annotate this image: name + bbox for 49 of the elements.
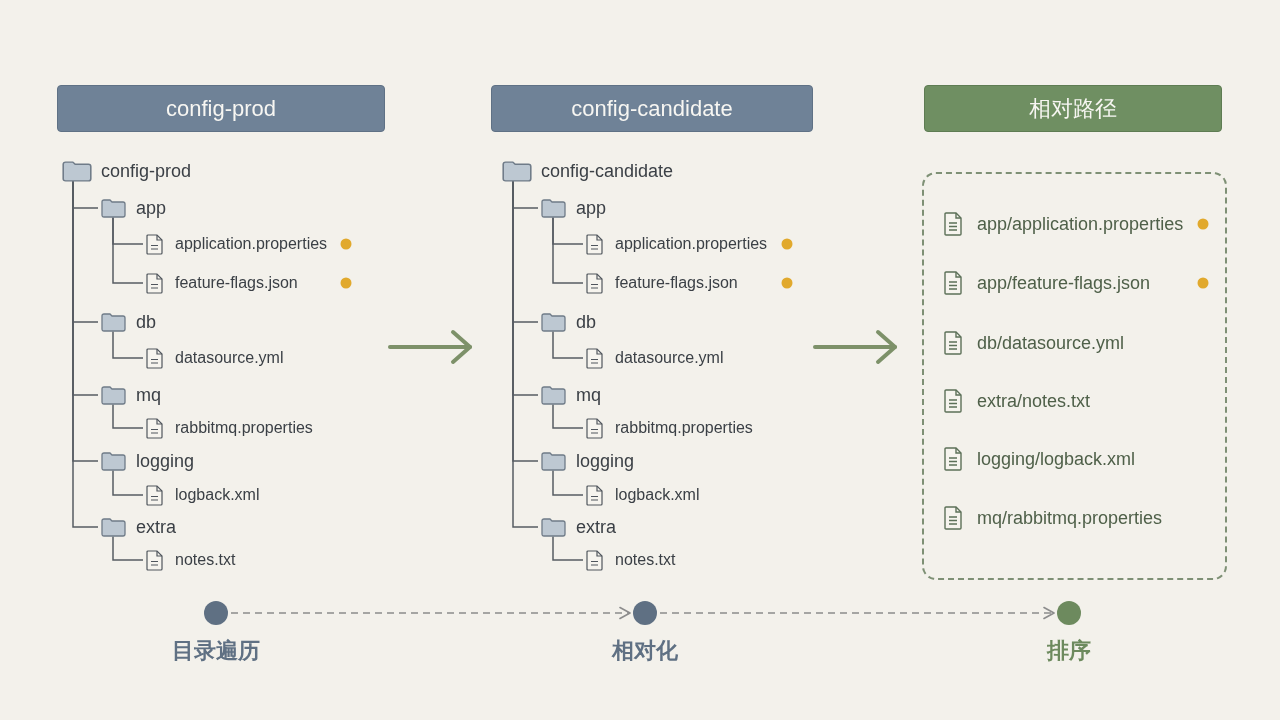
file-name: rabbitmq.properties (175, 418, 313, 438)
file-path: mq/rabbitmq.properties (977, 507, 1163, 529)
folder-name: db (136, 311, 157, 333)
file-name: notes.txt (175, 550, 236, 570)
header-bar: 相对路径 (924, 85, 1222, 132)
tree-line (552, 403, 584, 429)
file-name: notes.txt (615, 550, 676, 570)
folder-name: config-prod (101, 160, 192, 182)
folder-name: config-candidate (541, 160, 674, 182)
tree-line (552, 469, 584, 496)
dashed-frame (922, 172, 1227, 580)
arrow (230, 606, 631, 620)
folder-name: app (136, 197, 167, 219)
folder-name: mq (136, 384, 161, 406)
folder-name: logging (576, 450, 635, 472)
tree-line (552, 216, 584, 284)
tree-line (552, 535, 584, 561)
file-name: application.properties (175, 234, 328, 254)
folder-name: db (576, 311, 597, 333)
file-name: datasource.yml (615, 348, 724, 368)
file-path: app/feature-flags.json (977, 272, 1151, 294)
file-name: feature-flags.json (175, 273, 298, 293)
folder-name: logging (136, 450, 195, 472)
file-path: extra/notes.txt (977, 390, 1091, 412)
tree-line (552, 330, 584, 359)
file-name: feature-flags.json (615, 273, 738, 293)
tree-line (112, 403, 144, 429)
folder-name: extra (136, 516, 177, 538)
folder-name: mq (576, 384, 601, 406)
folder-name: extra (576, 516, 617, 538)
header-bar: config-prod (57, 85, 385, 132)
step-label: 相对化 (612, 638, 678, 664)
step-label: 排序 (1047, 638, 1091, 664)
step-label: 目录遍历 (172, 638, 260, 664)
file-name: datasource.yml (175, 348, 284, 368)
file-name: logback.xml (615, 485, 700, 505)
file-path: app/application.properties (977, 213, 1184, 235)
tree-line (112, 469, 144, 496)
tree-line (112, 535, 144, 561)
file-path: logging/logback.xml (977, 448, 1136, 470)
arrow (659, 606, 1055, 620)
folder-name: app (576, 197, 607, 219)
header-bar: config-candidate (491, 85, 813, 132)
file-path: db/datasource.yml (977, 332, 1125, 354)
tree-line (112, 330, 144, 359)
file-name: rabbitmq.properties (615, 418, 753, 438)
tree-line (112, 216, 144, 284)
file-name: application.properties (615, 234, 768, 254)
file-name: logback.xml (175, 485, 260, 505)
